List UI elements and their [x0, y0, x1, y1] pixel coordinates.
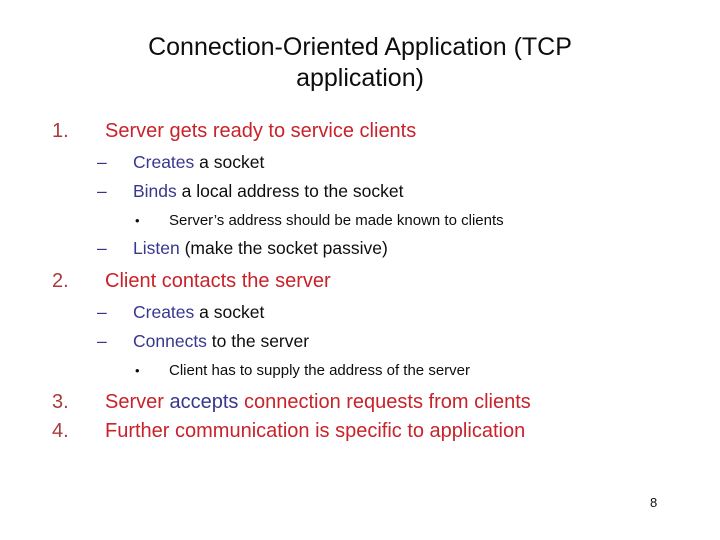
list-text: Listen (make the socket passive)	[133, 237, 388, 260]
list-text: Further communication is specific to app…	[105, 418, 525, 445]
text-segment: Further communication is specific to app…	[105, 420, 526, 442]
list-text: Binds a local address to the socket	[133, 180, 403, 203]
page-number: 8	[650, 495, 658, 510]
list-line: – Listen (make the socket passive)	[97, 237, 704, 260]
list-text: Connects to the server	[133, 330, 309, 353]
list-line: 2. Client contacts the server	[52, 268, 704, 295]
text-segment: Connects	[133, 331, 207, 351]
list-line: 4. Further communication is specific to a…	[52, 418, 704, 445]
text-segment: to the server	[206, 331, 310, 351]
slide-title-line1: Connection-Oriented Application (TCP	[148, 33, 572, 61]
text-segment: a socket	[194, 152, 265, 172]
text-segment: a local address to the socket	[176, 181, 404, 201]
list-text: Creates a socket	[133, 301, 264, 324]
text-segment: Listen	[133, 238, 180, 258]
list-text: Server’s address should be made known to…	[169, 211, 504, 231]
list-marker: –	[97, 302, 107, 322]
slide-title-line2: application)	[296, 64, 424, 92]
list-marker: –	[97, 331, 107, 351]
text-segment: a socket	[194, 302, 265, 322]
list-marker: –	[97, 238, 107, 258]
list-line: – Creates a socket	[97, 301, 704, 324]
text-segment: Creates	[133, 152, 195, 172]
list-text: Client has to supply the address of the …	[169, 361, 470, 381]
list-line: • Server’s address should be made known t…	[135, 211, 704, 231]
list-line: – Binds a local address to the socket	[97, 180, 704, 203]
text-segment: Client has to supply the address of the …	[169, 362, 470, 379]
text-segment: Binds	[133, 181, 177, 201]
text-segment: connection requests from clients	[238, 391, 531, 413]
text-segment: accepts	[169, 391, 239, 413]
list-marker: –	[97, 181, 107, 201]
list-marker: 2.	[52, 270, 69, 292]
list-marker: 3.	[52, 391, 69, 413]
list-text: Client contacts the server	[105, 268, 331, 295]
text-segment: Server gets ready to service clients	[105, 120, 417, 142]
text-segment: Client contacts the server	[105, 270, 331, 292]
list-line: 3. Server accepts connection requests fro…	[52, 389, 704, 416]
list-line: • Client has to supply the address of the…	[135, 361, 704, 381]
text-segment: Server	[105, 391, 170, 413]
slide-body-list: 1. Server gets ready to service clients – C…	[52, 110, 704, 445]
list-line: 1. Server gets ready to service clients	[52, 118, 704, 145]
list-marker: •	[135, 213, 140, 228]
list-line: – Creates a socket	[97, 151, 704, 174]
list-text: Creates a socket	[133, 151, 264, 174]
text-segment: (make the socket passive)	[179, 238, 388, 258]
list-line: – Connects to the server	[97, 330, 704, 353]
list-marker: •	[135, 363, 140, 378]
text-segment: Creates	[133, 302, 195, 322]
slide-title: Connection-Oriented Application (TCP app…	[40, 32, 680, 94]
list-text: Server accepts connection requests from …	[105, 389, 531, 416]
text-segment: Server’s address should be made known to…	[169, 212, 504, 229]
list-marker: –	[97, 152, 107, 172]
list-marker: 4.	[52, 420, 69, 442]
list-marker: 1.	[52, 120, 69, 142]
list-text: Server gets ready to service clients	[105, 118, 416, 145]
